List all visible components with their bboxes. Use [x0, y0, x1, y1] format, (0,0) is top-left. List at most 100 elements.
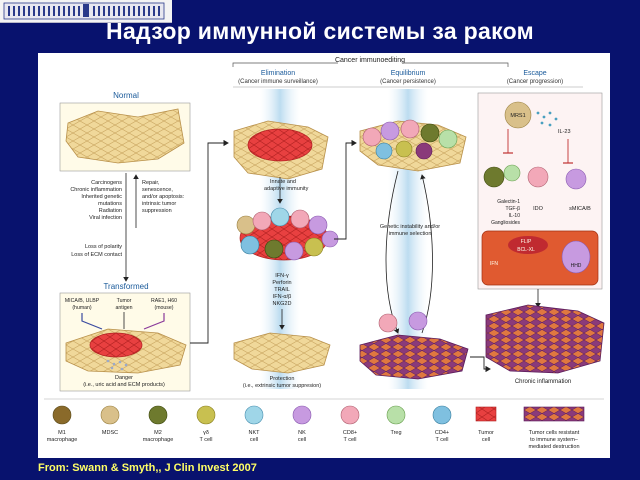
mica-label: MICA/B, ULBP — [65, 298, 100, 304]
chronic-label: Chronic inflammation — [515, 379, 571, 385]
immunoediting-header: Cancer immunoediting — [335, 57, 405, 64]
normal-tissue — [65, 108, 185, 164]
legend-item-cd4: CD4+ T cell — [432, 405, 452, 443]
svg-text:Viral infection: Viral infection — [89, 215, 122, 221]
danger-dots — [106, 359, 128, 371]
legend-item-resistant: Tumor cells resistant to immune system– … — [523, 406, 585, 450]
ido-label: IDO — [533, 206, 544, 212]
protection-label: Protection — [270, 376, 295, 382]
phase-equilibrium-title: Equilibrium — [391, 70, 426, 77]
hh-label: HHD — [571, 263, 582, 269]
svg-text:IFN-γ: IFN-γ — [275, 273, 289, 279]
legend-item-tumor: Tumor cell — [475, 406, 497, 443]
equil-top-cells — [362, 119, 458, 160]
chronic-tissue — [485, 304, 605, 374]
svg-text:NKG2D: NKG2D — [273, 301, 292, 307]
causes-list: Carcinogens Chronic inflammation Inherit… — [70, 180, 122, 221]
loss-list: Loss of polarity Loss of ECM contact — [71, 244, 122, 258]
ifn-short-label: IFN — [490, 261, 498, 267]
phase-equilibrium-sub: (Cancer persistence) — [380, 79, 436, 85]
smica-label: sMICA/B — [569, 206, 591, 212]
rae-label: RAE1, H60 — [151, 298, 177, 304]
slide-title: Надзор иммунной системы за раком — [106, 18, 534, 44]
elim-to-equilibrium-arrow — [334, 139, 357, 240]
mica-pointer — [81, 313, 103, 330]
svg-text:CD4+: CD4+ — [435, 430, 449, 436]
equil-bottom-cells — [378, 311, 428, 333]
svg-text:Tumor: Tumor — [478, 430, 494, 436]
svg-text:NKT: NKT — [249, 430, 261, 436]
svg-text:M1: M1 — [58, 430, 66, 436]
elim-immune-cells — [236, 207, 339, 261]
innate-sub: adaptive immunity — [264, 186, 309, 192]
danger-sub: (i.e., uric acid and ECM products) — [83, 382, 165, 388]
protection-tissue — [233, 332, 331, 374]
escape-immune-cells — [483, 164, 587, 190]
svg-text:TRAIL: TRAIL — [274, 287, 290, 293]
svg-text:γδ: γδ — [203, 430, 209, 436]
legend-item-m2: M2 macrophage — [143, 405, 174, 443]
transformed-label: Transformed — [103, 282, 148, 291]
svg-text:T cell: T cell — [343, 437, 356, 443]
svg-text:M2: M2 — [154, 430, 162, 436]
svg-text:macrophage: macrophage — [47, 437, 78, 443]
building-logo-icon — [3, 2, 165, 20]
equil-bottom-tissue — [359, 334, 469, 380]
normal-label: Normal — [113, 91, 139, 100]
escape-nk-cell — [561, 240, 591, 274]
svg-text:cell: cell — [250, 437, 258, 443]
tumor-antigen-label: Tumor — [117, 298, 132, 304]
svg-text:Inherited genetic: Inherited genetic — [81, 194, 122, 200]
escape-tumor-core — [508, 236, 548, 254]
svg-text:Treg: Treg — [390, 430, 401, 436]
genetic-sub: immune selection — [389, 231, 432, 237]
svg-text:cell: cell — [482, 437, 490, 443]
svg-text:Carcinogens: Carcinogens — [91, 180, 122, 186]
equil-to-escape-arrow — [470, 356, 491, 373]
rae-pointer — [143, 313, 165, 330]
phase-escape-sub: (Cancer progression) — [507, 79, 563, 85]
transformed-to-elimination-arrow — [190, 139, 229, 344]
svg-text:intrinsic tumor: intrinsic tumor — [142, 201, 176, 207]
il23-label: IL-23 — [558, 129, 571, 135]
svg-text:Loss of ECM contact: Loss of ECM contact — [71, 252, 122, 258]
svg-text:NK: NK — [298, 430, 306, 436]
svg-text:Tumor cells resistant: Tumor cells resistant — [529, 430, 580, 436]
svg-text:TGF-β: TGF-β — [505, 206, 520, 212]
svg-text:CD8+: CD8+ — [343, 430, 357, 436]
phase-elimination-sub: (Cancer immune surveillance) — [238, 79, 318, 85]
svg-text:Chronic inflammation: Chronic inflammation — [70, 187, 122, 193]
transformed-tumor — [89, 332, 143, 358]
mrs-label: MRS1 — [510, 113, 525, 119]
svg-text:macrophage: macrophage — [143, 437, 174, 443]
legend-item-nk: NK cell — [292, 405, 312, 443]
mica-sub: (human) — [72, 305, 92, 311]
legend-item-treg: Treg — [386, 405, 406, 436]
danger-label: Danger — [115, 375, 133, 381]
elim-top-tumor — [247, 128, 313, 162]
genetic-label: Genetic instability and/or — [380, 224, 440, 230]
il23-dots — [536, 111, 558, 127]
svg-text:MDSC: MDSC — [102, 430, 118, 436]
svg-text:T cell: T cell — [435, 437, 448, 443]
flip-label: FLIP — [521, 239, 532, 245]
svg-text:Loss of polarity: Loss of polarity — [85, 244, 122, 250]
protection-sub: (i.e., extrinsic tumor suppresion) — [243, 383, 321, 389]
repair-list: Repair, senescence, and/or apoptosis: in… — [142, 180, 185, 214]
citation: From: Swann & Smyth,, J Clin Invest 2007 — [38, 462, 257, 474]
svg-text:and/or apoptosis:: and/or apoptosis: — [142, 194, 185, 200]
legend-item-gd-tcell: γδ T cell — [196, 405, 216, 443]
immunoediting-diagram: Cancer immunoediting Elimination (Cancer… — [38, 53, 610, 458]
svg-text:Radiation: Radiation — [99, 208, 122, 214]
legend-item-mdsc: MDSC — [100, 405, 120, 436]
svg-text:Gangliosides: Gangliosides — [491, 220, 520, 226]
phase-escape-title: Escape — [523, 70, 546, 77]
rae-sub: (mouse) — [154, 305, 173, 311]
svg-text:mutations: mutations — [98, 201, 122, 207]
svg-text:Perforin: Perforin — [272, 280, 291, 286]
svg-text:IFN-α/β: IFN-α/β — [273, 294, 292, 300]
tumor-antigen-sub: antigen — [115, 305, 132, 311]
svg-text:Galectin-1: Galectin-1 — [497, 199, 520, 205]
phase-elimination-title: Elimination — [261, 70, 295, 77]
svg-text:Repair,: Repair, — [142, 180, 160, 186]
